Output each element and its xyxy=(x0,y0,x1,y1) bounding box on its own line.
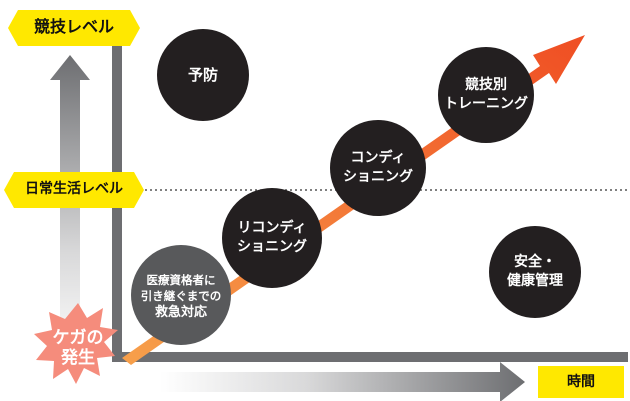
safety-health-line2: 健康管理 xyxy=(507,273,563,289)
injury-label-line2: 発生 xyxy=(61,348,95,369)
competition-level-label: 競技レベル xyxy=(33,17,114,36)
first-aid-line1: 医療資格者に xyxy=(146,272,216,287)
time-label: 時間 xyxy=(567,374,595,390)
competition-training-text: 競技別 トレーニング xyxy=(444,76,528,114)
first-aid-text: 医療資格者に 引き継ぐまでの 救急対応 xyxy=(141,272,222,322)
daily-life-level-label: 日常生活レベル xyxy=(25,181,123,197)
reconditioning-text: リコンディ ショニング xyxy=(237,219,307,257)
competition-level-tag xyxy=(8,10,140,46)
reconditioning-line1: リコンディ xyxy=(237,220,307,237)
first-aid-circle xyxy=(131,245,231,345)
time-tag xyxy=(538,366,624,398)
prevention-circle xyxy=(157,29,249,121)
first-aid-line2: 引き継ぐまでの xyxy=(140,288,222,303)
conditioning-circle xyxy=(330,120,426,216)
first-aid-line3: 救急対応 xyxy=(154,305,207,320)
reconditioning-circle xyxy=(222,188,322,288)
prevention-text: 予防 xyxy=(187,65,219,84)
reconditioning-line2: ショニング xyxy=(237,239,307,255)
competition-training-line1: 競技別 xyxy=(465,77,507,94)
horizontal-gradient-arrow xyxy=(160,362,525,401)
daily-life-level-tag xyxy=(4,172,144,208)
safety-health-text: 安全・ 健康管理 xyxy=(507,253,563,291)
competition-training-circle xyxy=(438,47,534,143)
injury-label-line1: ケガの xyxy=(52,328,104,348)
x-axis-line xyxy=(112,352,628,362)
injury-label: ケガの 発生 xyxy=(36,328,120,369)
safety-health-circle xyxy=(489,226,581,318)
safety-health-line1: 安全・ xyxy=(514,254,556,271)
conditioning-line2: ショニング xyxy=(343,169,413,185)
conditioning-line1: コンディ xyxy=(350,150,406,167)
conditioning-text: コンディ ショニング xyxy=(343,149,413,187)
competition-training-line2: トレーニング xyxy=(444,96,528,112)
injury-burst xyxy=(34,303,118,384)
